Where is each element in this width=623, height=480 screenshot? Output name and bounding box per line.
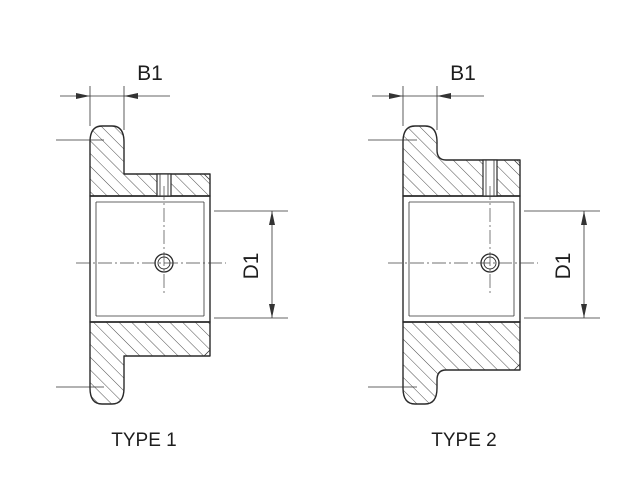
type2-b1-label: B1 <box>450 62 476 85</box>
type2-d1-label: D1 <box>552 253 575 280</box>
type1-bore <box>89 195 211 323</box>
type2-upper-section <box>402 125 521 197</box>
type1-upper-section <box>89 125 211 197</box>
type2-caption: TYPE 2 <box>431 430 496 451</box>
type2-view: B1 D1 TYPE 2 <box>368 62 600 451</box>
type1-caption: TYPE 1 <box>111 430 176 451</box>
type1-view: B1 D1 TYPE 1 <box>56 62 288 451</box>
type1-d1-label: D1 <box>240 253 263 280</box>
type2-bore <box>402 195 521 323</box>
type2-lower-section <box>402 321 521 405</box>
type1-lower-section <box>89 321 211 405</box>
type1-b1-label: B1 <box>137 62 163 85</box>
